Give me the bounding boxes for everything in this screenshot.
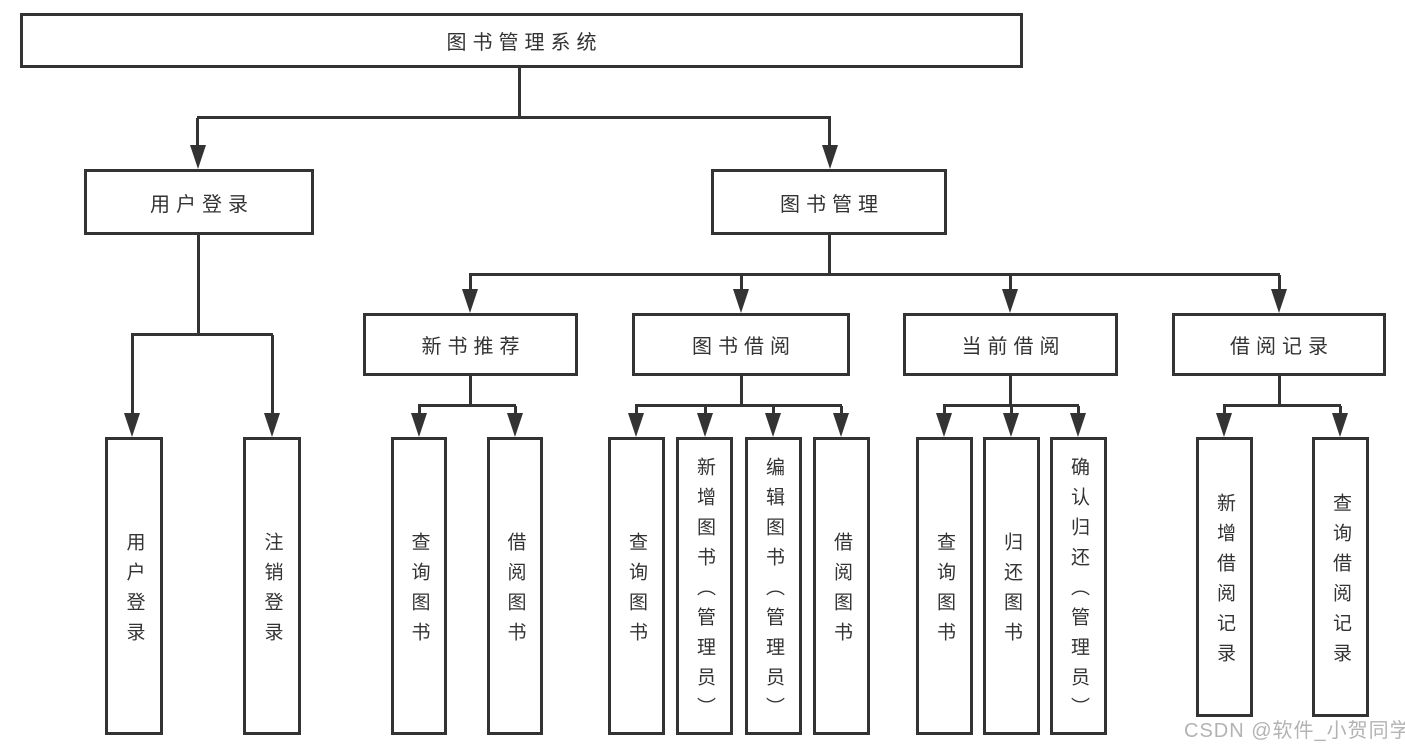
leaf-logout-label: 注销登录 bbox=[261, 531, 283, 652]
arrow-to-user-login bbox=[190, 145, 206, 169]
connector-bb-leaf3-drop bbox=[772, 406, 775, 415]
arrow-to-nb-query-books bbox=[411, 413, 427, 437]
connector-cb-leaf1-drop bbox=[943, 406, 946, 415]
node-library-system-label: 图书管理系统 bbox=[446, 32, 603, 54]
node-book-borrowing-label: 图书借阅 bbox=[692, 336, 796, 358]
arrow-to-bb-add-books bbox=[697, 413, 713, 437]
arrow-to-bb-edit-books bbox=[765, 413, 781, 437]
connector-bb-leaf1-drop bbox=[635, 406, 638, 415]
leaf-nb-borrow-books-label: 借阅图书 bbox=[504, 531, 526, 652]
connector-book-borrowing-rail bbox=[635, 404, 842, 407]
node-borrowing-records-label: 借阅记录 bbox=[1230, 336, 1334, 358]
leaf-bb-add-books-admin-label: 新增图书（管理员） bbox=[694, 456, 715, 727]
leaf-user-login: 用户登录 bbox=[105, 437, 163, 735]
leaf-br-query-record: 查询借阅记录 bbox=[1312, 437, 1369, 717]
leaf-nb-borrow-books: 借阅图书 bbox=[487, 437, 543, 735]
connector-new-books-rail bbox=[418, 404, 516, 407]
connector-user-login-stem bbox=[197, 234, 200, 335]
connector-nb-leaf1-drop bbox=[418, 406, 421, 415]
connector-root-stem bbox=[518, 67, 521, 119]
leaf-bb-edit-books-admin-label: 编辑图书（管理员） bbox=[763, 456, 784, 727]
leaf-nb-query-books-label: 查询图书 bbox=[408, 531, 430, 652]
arrow-to-current-borrowing bbox=[1002, 289, 1018, 313]
node-book-borrowing: 图书借阅 bbox=[632, 313, 850, 376]
connector-new-books-drop bbox=[469, 275, 472, 291]
connector-book-management-stem bbox=[828, 234, 831, 275]
node-new-books-label: 新书推荐 bbox=[421, 336, 526, 358]
arrow-to-cb-query-books bbox=[936, 413, 952, 437]
leaf-br-query-record-label: 查询借阅记录 bbox=[1330, 492, 1351, 673]
connector-logout-leaf-drop bbox=[271, 335, 274, 414]
leaf-bb-query-books-label: 查询图书 bbox=[626, 531, 647, 652]
arrow-to-br-query-record bbox=[1332, 413, 1348, 437]
node-user-login-label: 用户登录 bbox=[150, 193, 254, 216]
arrow-to-borrowing-records bbox=[1271, 289, 1287, 313]
arrow-to-cb-confirm-return bbox=[1070, 413, 1086, 437]
connector-borrowing-records-stem bbox=[1278, 375, 1281, 406]
leaf-nb-query-books: 查询图书 bbox=[391, 437, 447, 735]
arrow-to-br-add-record bbox=[1216, 413, 1232, 437]
leaf-user-login-label: 用户登录 bbox=[123, 531, 145, 652]
leaf-br-add-record-label: 新增借阅记录 bbox=[1214, 492, 1235, 673]
connector-book-management-drop bbox=[828, 118, 831, 146]
arrow-to-leaf-user-login bbox=[124, 413, 140, 437]
csdn-watermark: CSDN @软件_小贺同学 bbox=[1184, 720, 1405, 742]
leaf-bb-borrow-books: 借阅图书 bbox=[813, 437, 870, 735]
connector-root-rail bbox=[197, 116, 831, 119]
node-current-borrowing-label: 当前借阅 bbox=[961, 336, 1066, 358]
connector-bb-leaf2-drop bbox=[704, 406, 707, 415]
arrow-to-book-borrowing bbox=[733, 289, 749, 313]
leaf-bb-edit-books-admin: 编辑图书（管理员） bbox=[745, 437, 802, 735]
connector-borrowing-records-rail bbox=[1223, 404, 1341, 407]
node-library-system: 图书管理系统 bbox=[20, 13, 1023, 68]
node-current-borrowing: 当前借阅 bbox=[903, 313, 1118, 376]
leaf-logout: 注销登录 bbox=[243, 437, 301, 735]
leaf-bb-borrow-books-label: 借阅图书 bbox=[831, 531, 852, 652]
leaf-cb-return-books-label: 归还图书 bbox=[1001, 531, 1022, 652]
arrow-to-bb-query-books bbox=[628, 413, 644, 437]
leaf-cb-confirm-return-admin-label: 确认归还（管理员） bbox=[1068, 456, 1089, 727]
node-book-management: 图书管理 bbox=[711, 169, 947, 235]
arrow-to-cb-return-books bbox=[1003, 413, 1019, 437]
arrow-to-new-books bbox=[462, 289, 478, 313]
leaf-br-add-record: 新增借阅记录 bbox=[1196, 437, 1253, 717]
connector-nb-leaf2-drop bbox=[514, 406, 517, 415]
connector-borrowing-records-drop bbox=[1278, 275, 1281, 291]
connector-book-borrowing-drop bbox=[740, 275, 743, 291]
node-new-books: 新书推荐 bbox=[363, 313, 578, 376]
connector-bb-leaf4-drop bbox=[840, 406, 843, 415]
leaf-cb-query-books-label: 查询图书 bbox=[934, 531, 955, 652]
connector-book-borrowing-stem bbox=[740, 375, 743, 406]
connector-user-login-rail bbox=[131, 333, 273, 336]
arrow-to-bb-borrow-books bbox=[833, 413, 849, 437]
connector-book-management-rail bbox=[469, 273, 1280, 276]
node-book-management-label: 图书管理 bbox=[780, 193, 884, 216]
connector-br-leaf2-drop bbox=[1339, 406, 1342, 415]
connector-current-borrowing-rail bbox=[943, 404, 1079, 407]
node-borrowing-records: 借阅记录 bbox=[1172, 313, 1386, 376]
connector-cb-leaf2-drop bbox=[1010, 406, 1013, 415]
leaf-cb-return-books: 归还图书 bbox=[983, 437, 1040, 735]
arrow-to-nb-borrow-books bbox=[507, 413, 523, 437]
connector-current-borrowing-drop bbox=[1009, 275, 1012, 291]
arrow-to-book-management bbox=[822, 145, 838, 169]
connector-cb-leaf3-drop bbox=[1077, 406, 1080, 415]
connector-current-borrowing-stem bbox=[1009, 375, 1012, 406]
connector-login-leaf-drop bbox=[131, 335, 134, 414]
node-user-login: 用户登录 bbox=[84, 169, 314, 235]
arrow-to-leaf-logout bbox=[264, 413, 280, 437]
leaf-bb-add-books-admin: 新增图书（管理员） bbox=[676, 437, 733, 735]
leaf-bb-query-books: 查询图书 bbox=[608, 437, 665, 735]
connector-new-books-stem bbox=[469, 375, 472, 406]
connector-br-leaf1-drop bbox=[1223, 406, 1226, 415]
leaf-cb-query-books: 查询图书 bbox=[916, 437, 973, 735]
connector-user-login-drop bbox=[196, 118, 199, 146]
leaf-cb-confirm-return-admin: 确认归还（管理员） bbox=[1050, 437, 1107, 735]
